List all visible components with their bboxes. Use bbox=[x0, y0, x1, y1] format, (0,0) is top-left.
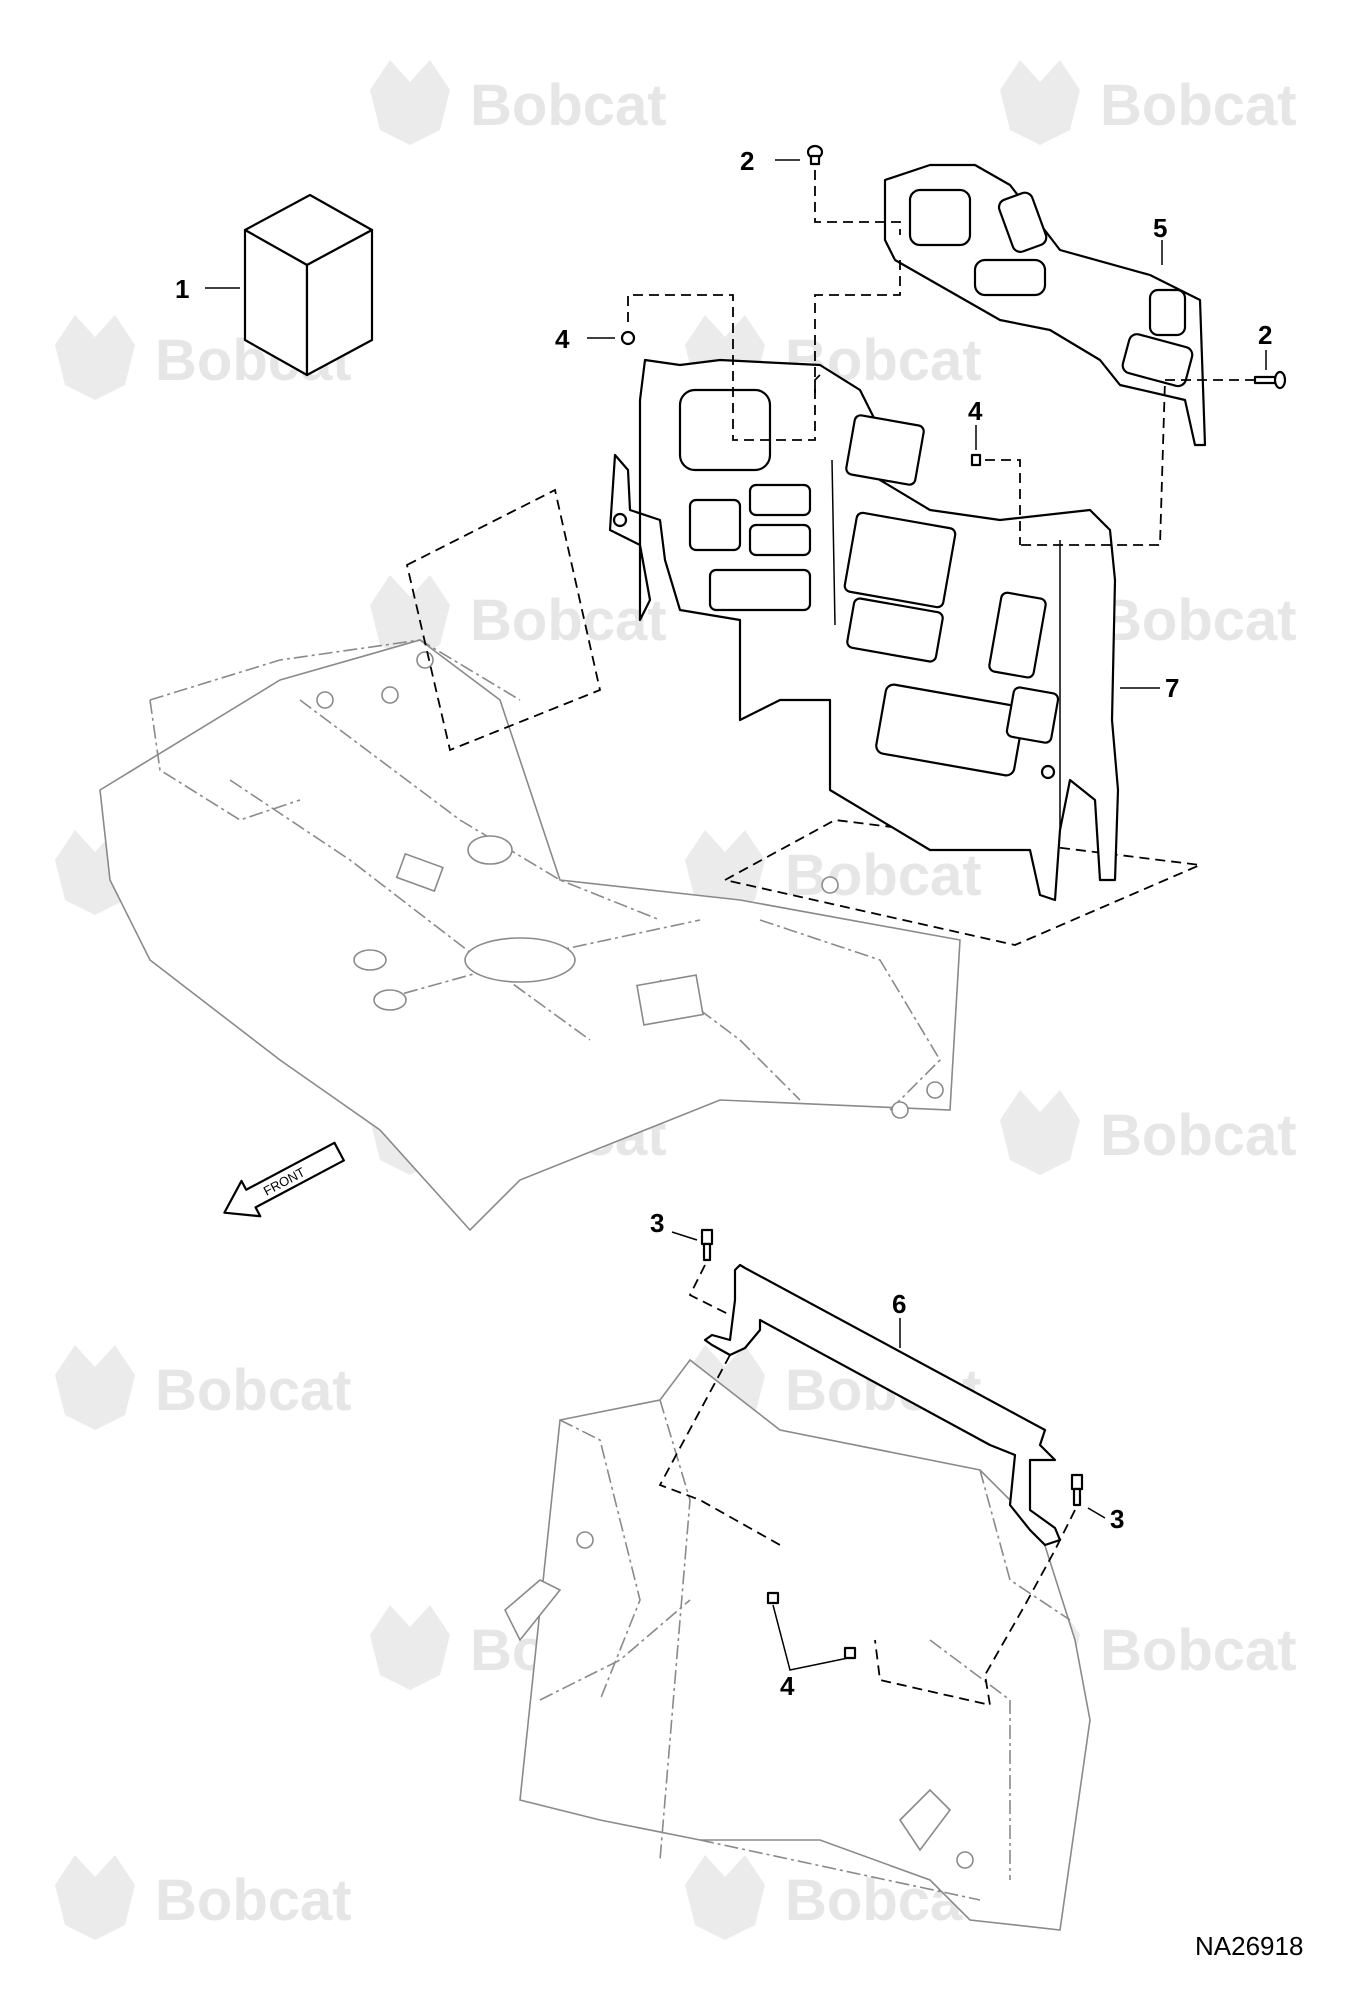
fastener-path bbox=[688, 1264, 731, 1316]
panel-cutout bbox=[875, 683, 1025, 777]
part-1-kit-box[interactable] bbox=[243, 193, 374, 377]
front-direction-indicator: FRONT bbox=[223, 1141, 345, 1218]
part-2-screw-top[interactable] bbox=[806, 144, 824, 166]
bracket-cutout bbox=[1148, 288, 1187, 337]
panel-cutout bbox=[846, 597, 944, 663]
bobcat-logo-icon bbox=[55, 1855, 135, 1940]
chassis-frame-reference bbox=[99, 639, 961, 1232]
bobcat-logo-icon bbox=[685, 830, 765, 915]
bracket-cutout bbox=[1121, 333, 1194, 388]
panel-hole bbox=[1040, 764, 1056, 780]
fastener-path bbox=[658, 1354, 781, 1546]
bolt-shank bbox=[1072, 1487, 1082, 1507]
watermark-text: Bobcat bbox=[1100, 1618, 1297, 1683]
watermark-text: Bobcat bbox=[1100, 588, 1297, 653]
bobcat-logo-icon bbox=[685, 1855, 765, 1940]
fastener-path bbox=[814, 170, 901, 235]
panel-cutout bbox=[688, 498, 742, 552]
callout-2b[interactable]: 2 bbox=[1258, 320, 1272, 350]
bobcat-logo-icon bbox=[55, 1345, 135, 1430]
callout-1[interactable]: 1 bbox=[175, 274, 189, 304]
panel-cutout bbox=[988, 591, 1047, 679]
watermark-text: Bobcat bbox=[155, 1868, 352, 1933]
callout-4b[interactable]: 4 bbox=[968, 396, 983, 426]
callout-4c[interactable]: 4 bbox=[780, 1671, 795, 1701]
bolt-shank bbox=[702, 1242, 712, 1262]
watermark-text: Bobcat bbox=[1100, 73, 1297, 138]
bobcat-logo-icon bbox=[55, 315, 135, 400]
callout-3b[interactable]: 3 bbox=[1110, 1504, 1124, 1534]
leader-4c bbox=[772, 1604, 849, 1671]
fastener-path bbox=[814, 260, 901, 395]
part-3-bolt-left[interactable] bbox=[700, 1228, 714, 1262]
part-4-nut-upper-left[interactable] bbox=[620, 330, 636, 346]
nut-icon bbox=[766, 1591, 780, 1605]
panel-fold-line bbox=[831, 459, 836, 626]
callout-5[interactable]: 5 bbox=[1153, 213, 1167, 243]
bobcat-watermark: Bobcat bbox=[1000, 60, 1297, 145]
bracket-cutout bbox=[973, 258, 1047, 297]
nut-icon bbox=[970, 453, 982, 467]
watermark-text: Bobcat bbox=[470, 588, 667, 653]
figure-id: NA26918 bbox=[1195, 1931, 1303, 1961]
bobcat-watermark: Bobcat bbox=[1000, 1090, 1297, 1175]
panel-cutout bbox=[843, 511, 957, 609]
panel-hole bbox=[612, 512, 628, 528]
screw-head-icon bbox=[1273, 370, 1287, 390]
part-4-nut-lower-left[interactable] bbox=[766, 1591, 780, 1605]
panel-cutout bbox=[708, 568, 812, 612]
leader-3b bbox=[1087, 1507, 1106, 1519]
watermark-text: Bobcat bbox=[1100, 1103, 1297, 1168]
bracket-cutout bbox=[997, 191, 1048, 253]
bobcat-logo-icon bbox=[1000, 60, 1080, 145]
part-7-side-panel[interactable] bbox=[608, 358, 1120, 902]
panel-cutout bbox=[845, 414, 925, 486]
nut-icon bbox=[620, 330, 636, 346]
bobcat-logo-icon bbox=[370, 60, 450, 145]
leader-3a bbox=[671, 1231, 698, 1241]
mount-outline-right bbox=[722, 819, 1204, 946]
part-6-cross-strap[interactable] bbox=[703, 1263, 1062, 1547]
part-3-bolt-right[interactable] bbox=[1070, 1473, 1084, 1507]
bobcat-watermark: Bobcat bbox=[370, 60, 667, 145]
panel-cutout bbox=[748, 483, 812, 517]
mount-outline-left bbox=[405, 488, 602, 752]
part-5-upper-bracket[interactable] bbox=[883, 163, 1207, 447]
bobcat-watermark: Bobcat bbox=[55, 1855, 352, 1940]
panel-cutout bbox=[748, 523, 812, 557]
callout-6[interactable]: 6 bbox=[892, 1289, 906, 1319]
callout-4a[interactable]: 4 bbox=[555, 324, 570, 354]
bracket-cutout bbox=[908, 188, 972, 247]
bobcat-logo-icon bbox=[370, 1605, 450, 1690]
bobcat-logo-icon bbox=[370, 575, 450, 660]
lower-frame-reference bbox=[504, 1358, 1091, 1931]
bobcat-watermark: Bobcat bbox=[55, 1345, 352, 1430]
fastener-path bbox=[1020, 379, 1255, 546]
nut-icon bbox=[843, 1646, 857, 1660]
screw-shank bbox=[809, 154, 821, 166]
bobcat-logo-icon bbox=[1000, 1090, 1080, 1175]
part-2-screw-right[interactable] bbox=[1253, 370, 1287, 390]
panel-cutout bbox=[678, 388, 772, 472]
watermark-text: Bobcat bbox=[470, 73, 667, 138]
part-4-nut-lower-right[interactable] bbox=[843, 1646, 857, 1660]
bolt-head-icon bbox=[700, 1228, 714, 1246]
callout-7[interactable]: 7 bbox=[1165, 673, 1179, 703]
panel-cutout bbox=[1005, 686, 1060, 744]
callout-2a[interactable]: 2 bbox=[740, 146, 754, 176]
bobcat-watermark: Bobcat bbox=[370, 575, 667, 660]
fastener-path bbox=[985, 459, 1021, 545]
bobcat-watermark: Bobcat bbox=[685, 830, 982, 915]
bolt-head-icon bbox=[1070, 1473, 1084, 1491]
front-arrow-icon bbox=[223, 1141, 345, 1218]
box-right-face bbox=[305, 228, 374, 377]
watermark-text: Bobcat bbox=[785, 843, 982, 908]
fastener-path bbox=[627, 294, 821, 441]
watermark-text: Bobcat bbox=[155, 1358, 352, 1423]
callout-3a[interactable]: 3 bbox=[650, 1208, 664, 1238]
part-4-nut-upper-center[interactable] bbox=[970, 453, 982, 467]
